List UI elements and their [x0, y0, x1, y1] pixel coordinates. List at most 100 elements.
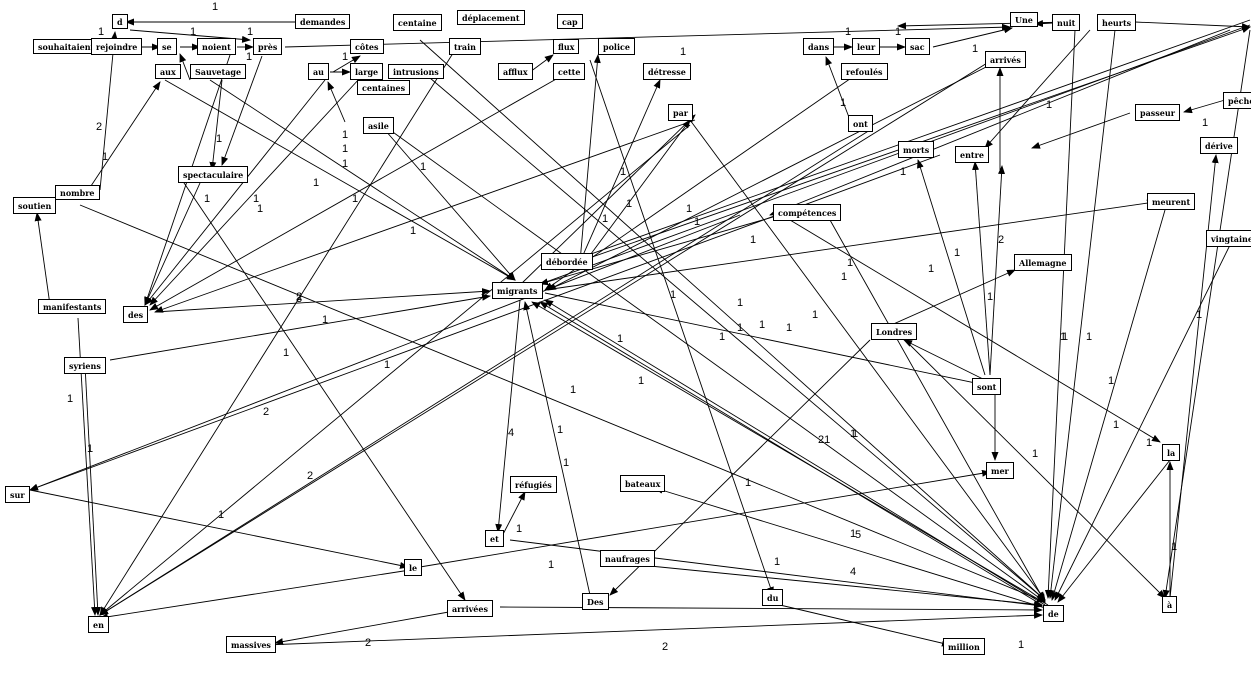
- node-large: large: [350, 63, 384, 80]
- edge-weight: 1: [1171, 541, 1177, 553]
- edge-weight: 1: [638, 375, 644, 387]
- edge-weight: 1: [563, 457, 569, 469]
- edge-weight: 1: [719, 331, 725, 343]
- edge-weight: 1: [283, 347, 289, 359]
- edge-weight: 1: [895, 26, 901, 38]
- edge-weight: 1: [216, 133, 222, 145]
- node-sur: sur: [5, 486, 30, 503]
- edge-weight: 1: [1196, 309, 1202, 321]
- node-se: se: [157, 38, 177, 55]
- edge-weight: 1: [218, 509, 224, 521]
- edge-weight: 1: [246, 51, 252, 63]
- node-au: au: [308, 63, 329, 80]
- node-le: le: [404, 559, 423, 576]
- node-detresse: détresse: [643, 63, 691, 80]
- edge-weight: 1: [737, 297, 743, 309]
- edge-weight: 4: [850, 566, 856, 578]
- node-centaines: centaines: [357, 80, 411, 95]
- edge-weight: 1: [954, 247, 960, 259]
- node-souhaitaient: souhaitaient: [33, 39, 100, 54]
- edge-weight: 1: [694, 216, 700, 228]
- edge-weight: 1: [845, 26, 851, 38]
- edge-weight: 1: [342, 143, 348, 155]
- edge-weight: 1: [680, 46, 686, 58]
- node-deplacement: déplacement: [457, 10, 525, 25]
- edge-weight: 5: [855, 529, 861, 541]
- edge-weight: 1: [750, 234, 756, 246]
- node-intrusions: intrusions: [388, 64, 444, 79]
- node-leur: leur: [852, 38, 881, 55]
- node-sont: sont: [972, 378, 1002, 395]
- node-allemagne: Allemagne: [1014, 254, 1072, 271]
- edge-weight: 1: [900, 166, 906, 178]
- edge-weight: 1: [548, 559, 554, 571]
- edge-weight: 1: [410, 225, 416, 237]
- edge-weight: 1: [737, 322, 743, 334]
- edge-weight: 1: [840, 97, 846, 109]
- edge-weight: 1: [670, 289, 676, 301]
- edge-weight: 1: [850, 428, 856, 440]
- edge-weight: 1: [972, 43, 978, 55]
- node-mer: mer: [986, 462, 1014, 479]
- node-dans: dans: [803, 38, 835, 55]
- node-de: de: [1043, 605, 1064, 622]
- edge-weight: 1: [852, 428, 858, 440]
- node-nuit: nuit: [1052, 14, 1081, 31]
- edge-weight: 1: [987, 291, 993, 303]
- node-aux: aux: [155, 64, 181, 79]
- node-bateaux: bateaux: [620, 475, 666, 492]
- edge-weight: 1: [812, 309, 818, 321]
- node-vingtaine: vingtaine: [1206, 230, 1251, 247]
- node-des: des: [123, 306, 149, 323]
- edge-weight: 1: [620, 166, 626, 178]
- edge-weight: 1: [759, 319, 765, 331]
- node-d: d: [112, 14, 128, 29]
- node-train: train: [449, 38, 481, 55]
- node-centaine: centaine: [393, 14, 442, 31]
- node-demandes: demandes: [295, 14, 351, 29]
- edge-weight: 1: [1060, 331, 1066, 343]
- node-soutien: soutien: [13, 197, 57, 214]
- edge-weight: 1: [384, 359, 390, 371]
- node-et: et: [485, 530, 504, 547]
- edge-weight: 2: [365, 637, 371, 649]
- edge-weight: 2: [96, 121, 102, 133]
- node-asile: asile: [363, 117, 394, 134]
- node-la: la: [1162, 444, 1181, 461]
- node-heurts: heurts: [1097, 14, 1137, 31]
- edge-weight: 1: [190, 26, 196, 38]
- edge-weight: 1: [1108, 375, 1114, 387]
- edge-weight: 1: [342, 129, 348, 141]
- edge-weight: 1: [87, 443, 93, 455]
- edge-weight: 1: [98, 26, 104, 38]
- edge-weight: 3: [296, 293, 302, 305]
- node-spectaculaire: spectaculaire: [178, 166, 249, 183]
- node-migrants: migrants: [492, 282, 543, 299]
- edge-weight: 1: [774, 556, 780, 568]
- edge-weight: 1: [928, 263, 934, 275]
- edge-weight: 21: [818, 434, 830, 446]
- edge-weight: 1: [1086, 331, 1092, 343]
- edge-weight: 1: [516, 523, 522, 535]
- edge-weight: 1: [745, 477, 751, 489]
- edge-weight: 1: [67, 393, 73, 405]
- edge-weight: 1: [342, 51, 348, 63]
- edge-weight: 2: [263, 406, 269, 418]
- node-sac: sac: [905, 38, 930, 55]
- edge-weight: 1: [1062, 331, 1068, 343]
- node-refugies: réfugiés: [510, 476, 557, 493]
- edge-weight: 2: [307, 470, 313, 482]
- edge-weight: 1: [1146, 437, 1152, 449]
- edge-weight: 1: [253, 193, 259, 205]
- edge-weight: 1: [602, 213, 608, 225]
- edge-weight: 2: [998, 234, 1004, 246]
- node-ont: ont: [848, 115, 873, 132]
- node-des2: Des: [582, 593, 609, 610]
- node-par: par: [668, 104, 693, 121]
- edge-weight: 1: [1046, 99, 1052, 111]
- edge-weight: 1: [626, 198, 632, 210]
- node-competences: compétences: [773, 204, 842, 221]
- node-naufrages: naufrages: [600, 550, 655, 567]
- node-flux: flux: [553, 39, 580, 54]
- node-debordee: débordée: [541, 253, 593, 270]
